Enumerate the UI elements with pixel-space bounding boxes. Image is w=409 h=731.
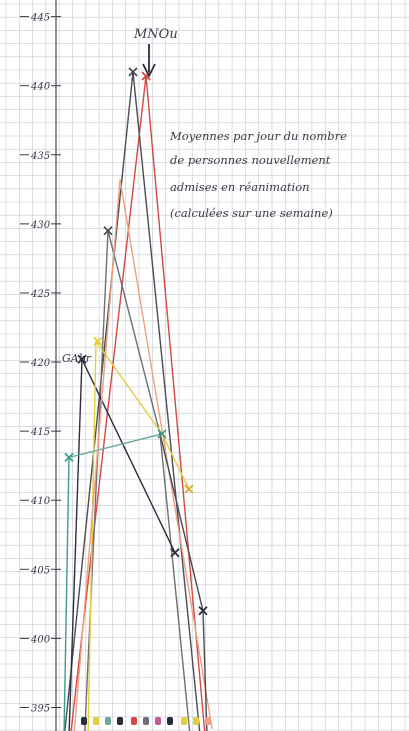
bottom-color-dot — [155, 717, 161, 725]
data-point-marker — [157, 429, 167, 439]
series-line — [202, 610, 208, 731]
data-point-marker — [170, 548, 180, 558]
data-point-marker — [93, 336, 103, 346]
bottom-color-dot — [81, 717, 87, 725]
series-line — [87, 340, 97, 731]
data-point-marker — [128, 67, 138, 77]
y-tick-label: 400 — [30, 634, 51, 645]
data-point-marker — [77, 354, 87, 364]
series-line — [81, 358, 176, 554]
marker-stroke — [93, 336, 103, 346]
bottom-color-dot — [205, 717, 211, 725]
annotation-top: MNOu — [133, 27, 178, 79]
y-tick-label: 420 — [30, 358, 51, 369]
y-tick-label: 435 — [30, 151, 50, 162]
bottom-dots — [81, 717, 211, 725]
bottom-color-dot — [167, 717, 173, 725]
data-point-marker — [198, 606, 208, 616]
series-lines — [63, 71, 213, 731]
marker-stroke — [170, 548, 180, 558]
note-line-4: (calculées sur une semaine) — [170, 206, 333, 220]
data-point-marker — [184, 484, 194, 494]
y-tick-label: 410 — [30, 496, 51, 507]
y-tick-label: 445 — [30, 13, 50, 24]
bottom-color-dot — [117, 717, 123, 725]
arrowhead-icon — [142, 63, 156, 79]
marker-stroke — [184, 484, 194, 494]
marker-stroke — [64, 452, 74, 463]
data-point-marker — [64, 452, 74, 463]
note-line-1: Moyennes par jour du nombre — [169, 129, 347, 143]
marker-stroke — [77, 354, 87, 364]
bottom-color-dot — [93, 717, 99, 725]
y-ticks: 395 400 405 410 415 420 425 430 435 440 445 — [20, 13, 61, 715]
bottom-color-dot — [131, 717, 137, 725]
marker-stroke — [103, 226, 113, 236]
data-point-marker — [103, 226, 113, 236]
series-line — [63, 456, 70, 731]
y-tick-label: 425 — [30, 289, 50, 300]
series-line — [159, 433, 204, 612]
note-line-2: de personnes nouvellement — [170, 153, 331, 167]
y-tick-label: 440 — [30, 82, 51, 93]
series-line — [68, 358, 83, 731]
series-line — [68, 433, 163, 459]
annotation-left-label: GAbr — [62, 352, 92, 365]
marker-stroke — [198, 606, 208, 616]
y-tick-label: 415 — [30, 427, 50, 438]
series-line — [84, 230, 191, 731]
marker-stroke — [157, 429, 167, 439]
series-line — [73, 178, 213, 731]
y-tick-label: 395 — [31, 704, 50, 715]
y-tick-label: 405 — [30, 565, 50, 576]
annotation-top-label: MNOu — [133, 27, 178, 42]
y-tick-label: 430 — [30, 220, 51, 231]
data-markers — [64, 67, 208, 616]
bottom-color-dot — [105, 717, 111, 725]
bottom-color-dot — [143, 717, 149, 725]
bottom-color-dot — [193, 717, 199, 725]
bottom-color-dot — [181, 717, 187, 725]
note-block: Moyennes par jour du nombre de personnes… — [169, 129, 347, 220]
note-line-3: admises en réanimation — [170, 180, 310, 194]
marker-stroke — [128, 67, 138, 77]
